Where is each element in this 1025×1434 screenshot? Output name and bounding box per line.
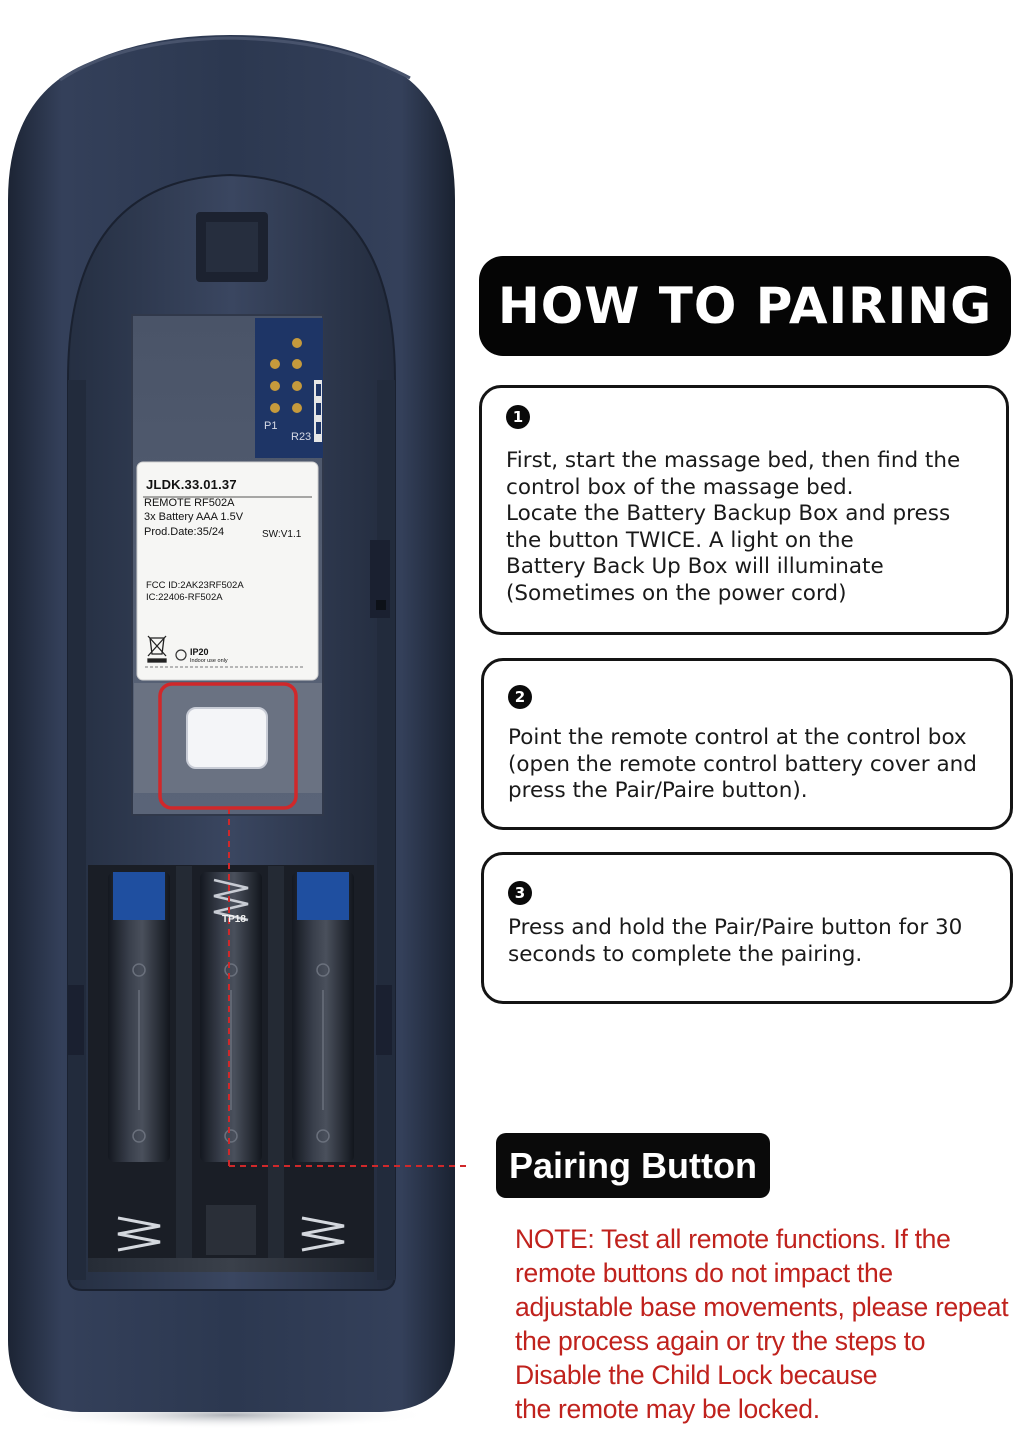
pcb-tp18-text: TP18 xyxy=(222,914,246,925)
top-spring xyxy=(213,878,249,922)
step-number-badge: 3 xyxy=(508,881,532,905)
step-card-2: 2 Point the remote control at the contro… xyxy=(481,658,1013,830)
note-line: NOTE: Test all remote functions. If the xyxy=(515,1224,951,1254)
step-1-line: Battery Back Up Box will illuminate xyxy=(506,554,884,580)
step-2-line: press the Pair/Paire button). xyxy=(508,778,808,804)
label-prod-date: Prod.Date:35/24 xyxy=(144,526,225,538)
label-ic-id: IC:22406-RF502A xyxy=(146,592,223,603)
pcb-r23-text: R23 xyxy=(291,431,312,443)
step-number-badge: 1 xyxy=(506,405,530,429)
note-line: the remote may be locked. xyxy=(515,1394,820,1424)
circuit-board xyxy=(255,318,323,458)
step-2-line: (open the remote control battery cover a… xyxy=(508,751,977,777)
label-fcc-id: FCC ID:2AK23RF502A xyxy=(146,580,244,591)
title-banner: HOW TO PAIRING xyxy=(479,256,1011,356)
note-line: the process again or try the steps to xyxy=(515,1326,926,1356)
note-line: remote buttons do not impact the xyxy=(515,1258,893,1288)
label-sw-version: SW:V1.1 xyxy=(262,529,302,540)
solder-pad xyxy=(270,359,280,369)
right-latch xyxy=(370,540,390,618)
compartment-floor xyxy=(88,1258,374,1272)
step-3-line: Press and hold the Pair/Paire button for… xyxy=(508,915,963,940)
left-side-rail xyxy=(68,380,86,1280)
product-label xyxy=(136,461,319,681)
step-card-3: 3 Press and hold the Pair/Paire button f… xyxy=(481,852,1013,1004)
pairing-button[interactable] xyxy=(186,707,268,769)
remote-top-edge xyxy=(59,36,411,82)
note-line: Disable the Child Lock because xyxy=(515,1360,878,1390)
step-1-line: the button TWICE. A light on the xyxy=(506,527,854,553)
step-1-text: First, start the massage bed, then find … xyxy=(506,448,996,608)
note-line: adjustable base movements, please repeat xyxy=(515,1292,1009,1322)
page-title: HOW TO PAIRING xyxy=(497,277,993,335)
label-ip-rating: IP20 xyxy=(190,647,209,657)
step-1-line: First, start the massage bed, then find … xyxy=(506,448,961,473)
right-latch-lower xyxy=(376,985,392,1055)
step-1-line: Locate the Battery Backup Box and press xyxy=(506,501,951,527)
weee-bin-icon xyxy=(147,635,167,663)
bottom-springs xyxy=(117,1216,345,1252)
label-remote-model: REMOTE RF502A xyxy=(144,497,235,509)
step-3-line: seconds to complete the pairing. xyxy=(508,941,863,967)
pairing-button-label: Pairing Button xyxy=(509,1144,757,1186)
pairing-button-callout: Pairing Button xyxy=(496,1133,770,1198)
step-3-text: Press and hold the Pair/Paire button for… xyxy=(508,915,1000,968)
middle-contact xyxy=(206,1205,256,1255)
pcb-p1-text: P1 xyxy=(264,420,278,432)
step-number-badge: 2 xyxy=(508,685,532,709)
step-card-1: 1 First, start the massage bed, then fin… xyxy=(479,385,1009,635)
pairing-pointer-line xyxy=(228,808,470,1167)
label-battery-spec: 3x Battery AAA 1.5V xyxy=(144,511,244,523)
step-1-line: (Sometimes on the power cord) xyxy=(506,580,847,606)
step-1-line: control box of the massage bed. xyxy=(506,474,854,500)
right-side-rail xyxy=(377,380,395,1280)
label-model-code: JLDK.33.01.37 xyxy=(146,477,237,492)
step-2-line: Point the remote control at the control … xyxy=(508,725,967,750)
indoor-icon xyxy=(175,649,187,661)
step-2-text: Point the remote control at the control … xyxy=(508,725,1000,805)
label-indoor-use: Indoor use only xyxy=(190,658,228,664)
remote-control-illustration xyxy=(8,35,470,1429)
left-latch xyxy=(68,985,84,1055)
note-text: NOTE: Test all remote functions. If the … xyxy=(515,1222,1020,1426)
